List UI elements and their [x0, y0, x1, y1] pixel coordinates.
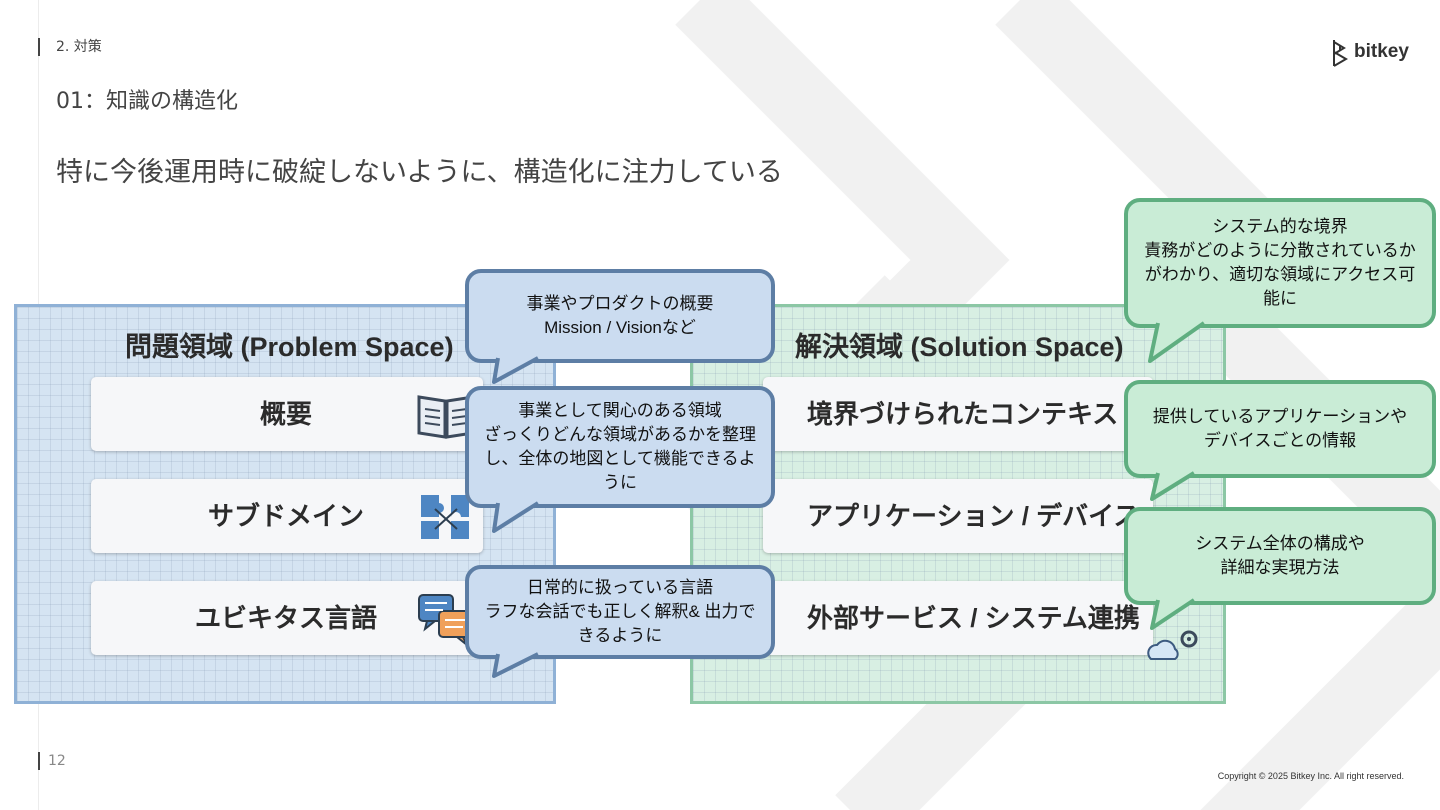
- section-marker: [38, 38, 40, 56]
- callout-bounded-context: システム的な境界 責務がどのように分散されているかがわかり、適切な領域にアクセス…: [1124, 198, 1436, 328]
- problem-space-title: 問題領域 (Problem Space): [125, 332, 454, 362]
- problem-space-panel: 問題領域 (Problem Space) 概要 サブドメイン ユビキタス言語: [14, 304, 556, 704]
- callout-tail: [492, 652, 539, 678]
- callout-application: 提供しているアプリケーションや デバイスごとの情報: [1124, 380, 1436, 478]
- cloud-gear-icon: [1147, 630, 1198, 660]
- row-label: 外部サービス / システム連携: [807, 603, 1140, 633]
- slide-headline: 特に今後運用時に破綻しないように、構造化に注力している: [56, 157, 783, 188]
- row-label: アプリケーション / デバイス: [807, 501, 1140, 531]
- problem-row-ubiquitous-language: ユビキタス言語: [91, 581, 483, 655]
- row-label: ユビキタス言語: [194, 603, 377, 633]
- row-label: 境界づけられたコンテキスト: [807, 399, 1145, 429]
- logo-text: bitkey: [1354, 41, 1409, 62]
- section-label: 2. 対策: [56, 39, 102, 55]
- callout-tail: [1150, 471, 1196, 501]
- solution-row-bounded-context: 境界づけられたコンテキスト: [763, 377, 1153, 451]
- row-label: 概要: [259, 399, 312, 429]
- callout-overview: 事業やプロダクトの概要 Mission / Visionなど: [465, 269, 775, 363]
- solution-space-title: 解決領域 (Solution Space): [795, 332, 1124, 362]
- slide-subtitle: 01：知識の構造化: [56, 89, 238, 114]
- page-marker: [38, 752, 40, 770]
- callout-tail: [492, 356, 539, 384]
- row-label: サブドメイン: [207, 501, 364, 531]
- callout-tail: [1148, 321, 1206, 363]
- callout-external-services: システム全体の構成や 詳細な実現方法: [1124, 507, 1436, 605]
- callout-ubiquitous-language: 日常的に扱っている言語 ラフな会話でも正しく解釈& 出力できるように: [465, 565, 775, 659]
- callout-tail: [492, 501, 540, 533]
- page-number: 12: [48, 753, 66, 769]
- bitkey-logo-mark-icon: [1333, 40, 1348, 67]
- problem-row-overview: 概要: [91, 377, 483, 451]
- bitkey-logo: bitkey: [1330, 38, 1410, 68]
- callout-tail: [1150, 598, 1196, 630]
- problem-row-subdomain: サブドメイン: [91, 479, 483, 553]
- puzzle-arrows-icon: [421, 495, 469, 539]
- chat-bubbles-icon: [418, 594, 474, 646]
- solution-row-external-services: 外部サービス / システム連携: [763, 581, 1153, 655]
- solution-row-application-device: アプリケーション / デバイス: [763, 479, 1153, 553]
- solution-space-panel: 解決領域 (Solution Space) 境界づけられたコンテキスト アプリケ…: [690, 304, 1226, 704]
- copyright-text: Copyright © 2025 Bitkey Inc. All right r…: [1217, 771, 1404, 781]
- callout-subdomain: 事業として関心のある領域 ざっくりどんな領域があるかを整理し、全体の地図として機…: [465, 386, 775, 508]
